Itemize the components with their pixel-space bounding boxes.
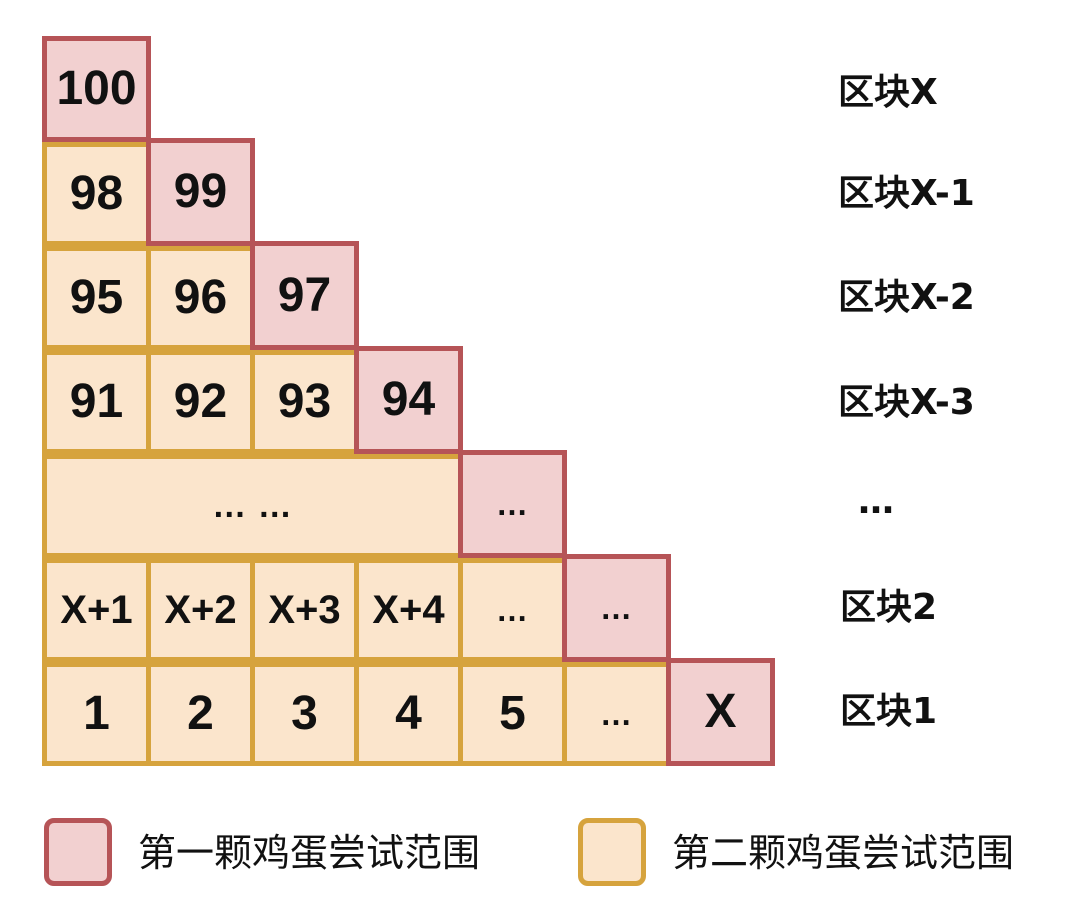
cell-row2-ellipsis: …	[458, 558, 567, 662]
cell-x-plus-1: X+1	[42, 558, 151, 662]
cell-row1-ellipsis: …	[562, 662, 671, 766]
cell-97: 97	[250, 241, 359, 350]
cell-x-plus-3: X+3	[250, 558, 359, 662]
cell-94: 94	[354, 346, 463, 454]
legend-label-first-egg: 第一颗鸡蛋尝试范围	[138, 831, 481, 875]
row-label-block-x-3: 区块X-3	[838, 382, 975, 423]
cell-95: 95	[42, 246, 151, 350]
cell-row2-first-ellipsis: …	[562, 554, 671, 662]
cell-ellipsis-first: …	[458, 450, 567, 558]
cell-96: 96	[146, 246, 255, 350]
row-label-block-x-1: 区块X-1	[838, 173, 975, 214]
legend-swatch-second-egg	[578, 818, 646, 886]
cell-93: 93	[250, 350, 359, 454]
cell-100: 100	[42, 36, 151, 142]
row-label-block-1: 区块1	[840, 691, 938, 732]
cell-4: 4	[354, 662, 463, 766]
row-label-block-2: 区块2	[840, 587, 938, 628]
cell-merged-ellipsis: … …	[42, 454, 463, 558]
cell-92: 92	[146, 350, 255, 454]
row-label-block-x-2: 区块X-2	[838, 277, 975, 318]
legend-swatch-first-egg	[44, 818, 112, 886]
cell-91: 91	[42, 350, 151, 454]
cell-5: 5	[458, 662, 567, 766]
cell-x-plus-2: X+2	[146, 558, 255, 662]
cell-1: 1	[42, 662, 151, 766]
row-label-ellipsis: …	[858, 481, 894, 522]
cell-x: X	[666, 658, 775, 766]
cell-98: 98	[42, 142, 151, 246]
row-label-block-x: 区块X	[838, 72, 938, 113]
cell-99: 99	[146, 138, 255, 246]
cell-3: 3	[250, 662, 359, 766]
cell-2: 2	[146, 662, 255, 766]
legend-label-second-egg: 第二颗鸡蛋尝试范围	[672, 831, 1015, 875]
cell-x-plus-4: X+4	[354, 558, 463, 662]
